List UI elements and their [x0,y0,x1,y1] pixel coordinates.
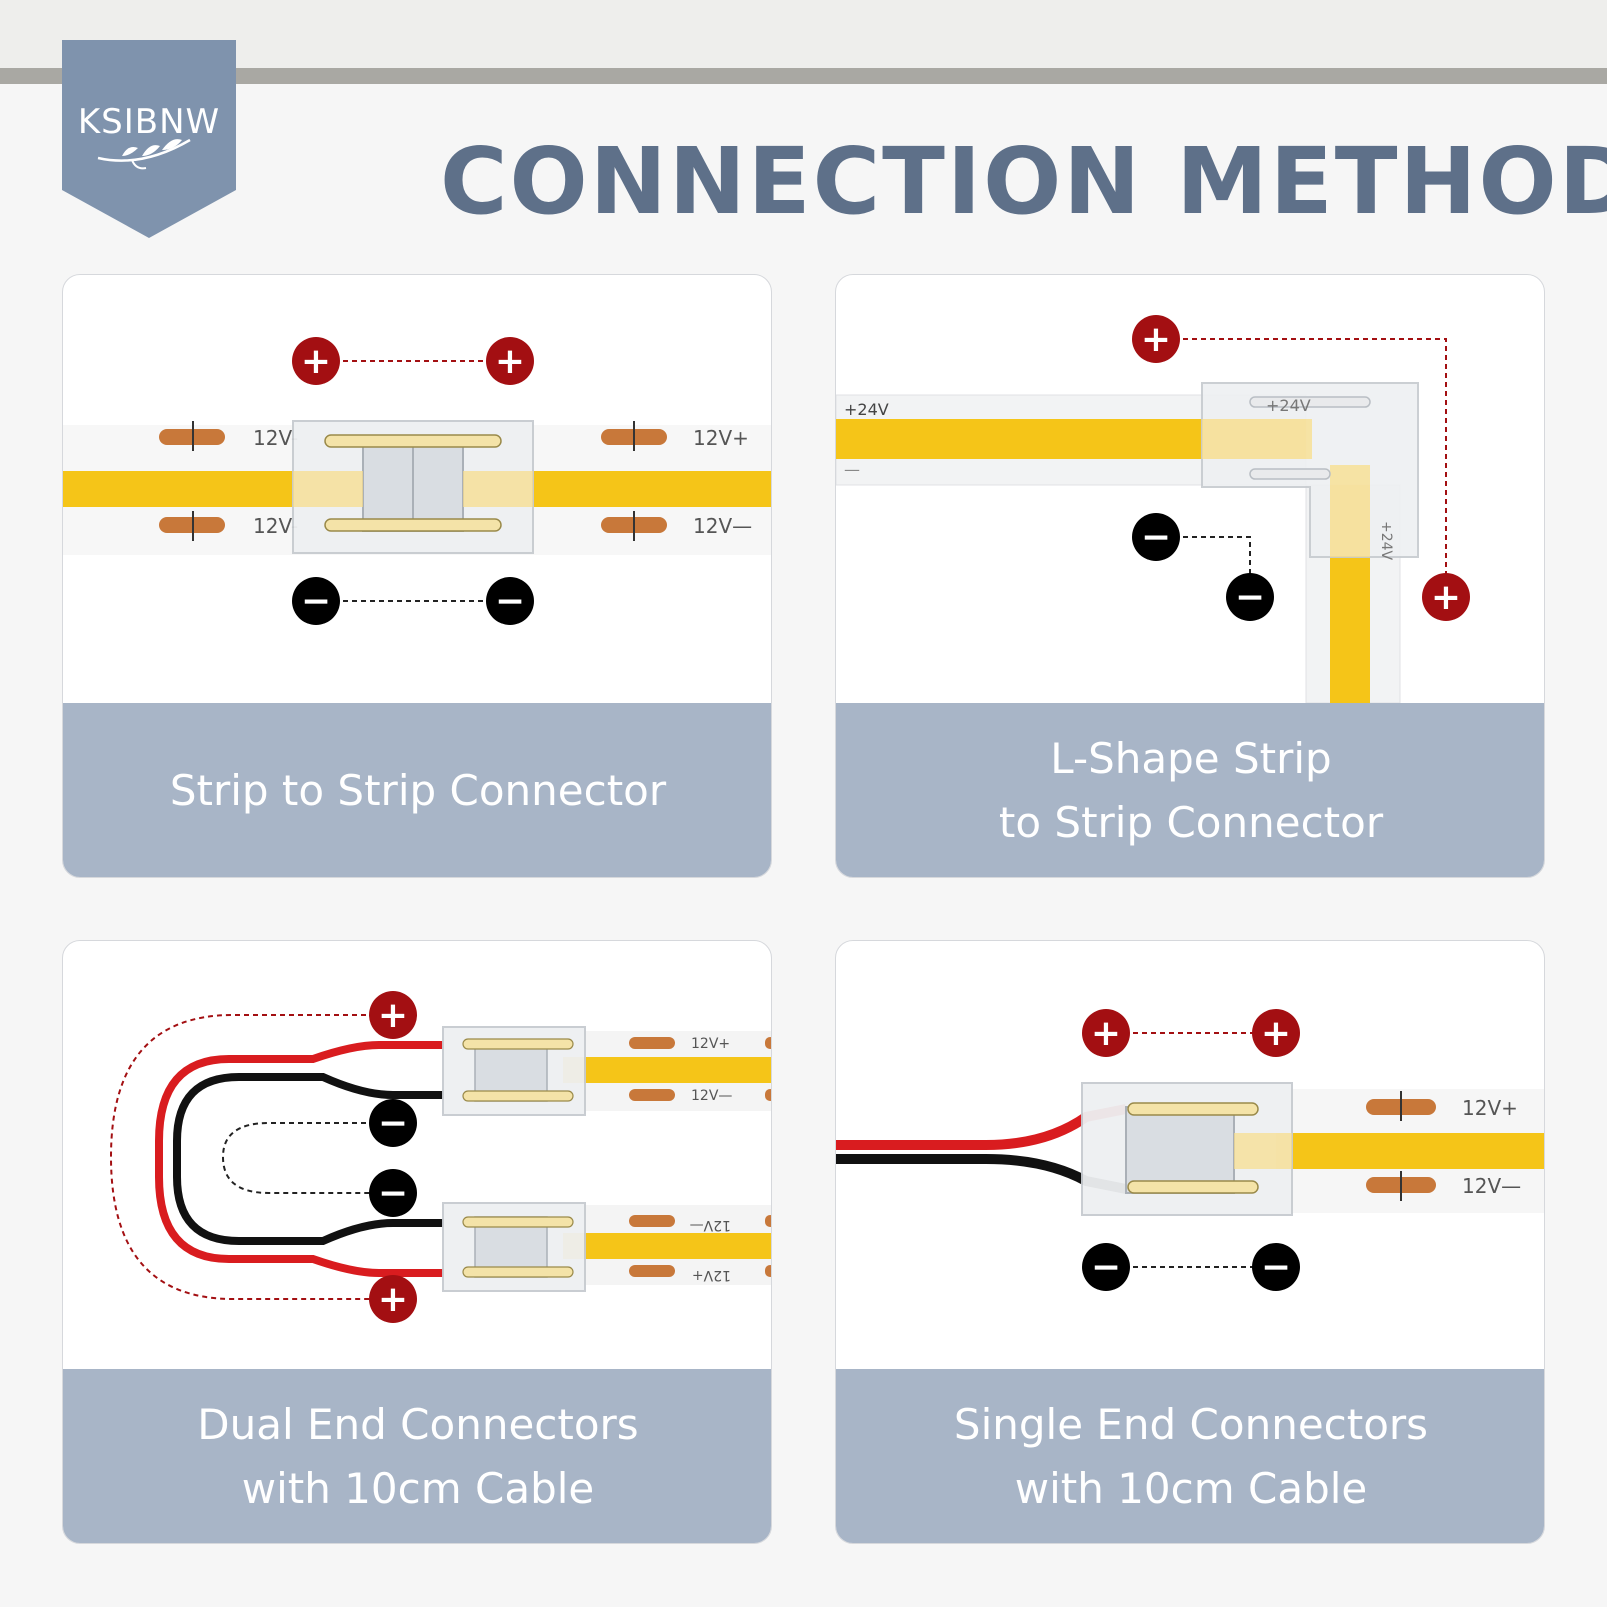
svg-text:−: − [378,1103,408,1144]
card-caption: L-Shape Strip to Strip Connector [836,703,1544,877]
red-wire [155,1041,443,1277]
caption-line: with 10cm Cable [1014,1464,1368,1513]
card-single-end: 12V+ 12V— + + − − Single End [835,940,1545,1544]
dual-end-illustration: 12V+ 12V— 12V— 12V+ + − − [109,991,771,1323]
led-strip [1276,1133,1544,1169]
svg-text:+: + [1141,319,1171,360]
svg-text:−: − [1141,517,1171,558]
strip-label: 12V+ [692,1267,731,1283]
single-end-illustration: 12V+ 12V— + + − − [836,1009,1544,1291]
strip-label: 12V— [690,1217,731,1233]
caption-line: Dual End Connectors [197,1400,639,1449]
negative-terminal-icon: − [369,1099,417,1147]
strip-label: 12V- [253,514,298,538]
led-strip [563,1057,771,1083]
brand-name: KSIBNW [77,102,221,142]
strip-connector [292,420,534,554]
positive-terminal-icon: + [1132,315,1180,363]
negative-terminal-icon: − [1132,513,1180,561]
strip-to-strip-illustration: 12V- 12V- 12V+ 12V— + + − − [63,337,771,625]
black-wire [173,1073,443,1245]
svg-text:−: − [1261,1247,1291,1288]
negative-terminal-icon: − [292,577,340,625]
strip-label: 12V— [691,1088,732,1104]
card-caption: Strip to Strip Connector [63,703,771,877]
cable-connector [442,1026,586,1116]
strip-label: 12V— [1462,1174,1521,1198]
positive-terminal-icon: + [1422,573,1470,621]
caption-line: to Strip Connector [998,798,1384,847]
cable-connector [442,1202,586,1292]
positive-terminal-icon: + [1082,1009,1130,1057]
cable-connector [1081,1082,1293,1216]
svg-text:+: + [378,1279,408,1320]
svg-text:−: − [1091,1247,1121,1288]
strip-label: — [844,460,860,479]
strip-label: +24V [1378,521,1394,561]
svg-text:+: + [495,341,525,382]
led-strip [563,1233,771,1259]
l-shape-connector [1201,382,1419,558]
svg-text:+: + [378,995,408,1036]
caption-line: Single End Connectors [953,1400,1429,1449]
card-strip-to-strip: 12V- 12V- 12V+ 12V— + + − − [62,274,772,878]
svg-text:−: − [1235,577,1265,618]
caption-line: Strip to Strip Connector [169,766,667,815]
card-caption: Single End Connectors with 10cm Cable [836,1369,1544,1543]
negative-terminal-icon: − [1226,573,1274,621]
positive-terminal-icon: + [369,991,417,1039]
brand-badge: KSIBNW [62,40,236,238]
strip-label: 12V+ [1462,1096,1518,1120]
top-divider [0,68,1607,84]
svg-text:+: + [301,341,331,382]
card-caption: Dual End Connectors with 10cm Cable [63,1369,771,1543]
positive-terminal-icon: + [1252,1009,1300,1057]
svg-text:−: − [378,1173,408,1214]
strip-label: +24V [844,400,889,419]
strip-label: 12V- [253,426,298,450]
caption-line: L-Shape Strip [1050,734,1332,783]
strip-label: 12V— [693,514,752,538]
positive-terminal-icon: + [292,337,340,385]
page-title: CONNECTION METHOD [440,128,1607,235]
svg-text:−: − [495,581,525,622]
negative-terminal-icon: − [1082,1243,1130,1291]
svg-text:−: − [301,581,331,622]
l-shape-illustration: +24V — +24V +24V + + − − [836,315,1470,703]
svg-text:+: + [1091,1013,1121,1054]
positive-terminal-icon: + [369,1275,417,1323]
negative-terminal-icon: − [369,1169,417,1217]
card-dual-end: 12V+ 12V— 12V— 12V+ + − − [62,940,772,1544]
svg-text:+: + [1261,1013,1291,1054]
strip-label: 12V+ [693,426,749,450]
caption-line: with 10cm Cable [241,1464,595,1513]
strip-label: +24V [1266,396,1311,415]
strip-label: 12V+ [691,1036,730,1052]
negative-terminal-icon: − [1252,1243,1300,1291]
top-band [0,0,1607,70]
positive-terminal-icon: + [486,337,534,385]
card-l-shape: +24V — +24V +24V + + − − L-Shap [835,274,1545,878]
negative-terminal-icon: − [486,577,534,625]
svg-text:+: + [1431,577,1461,618]
